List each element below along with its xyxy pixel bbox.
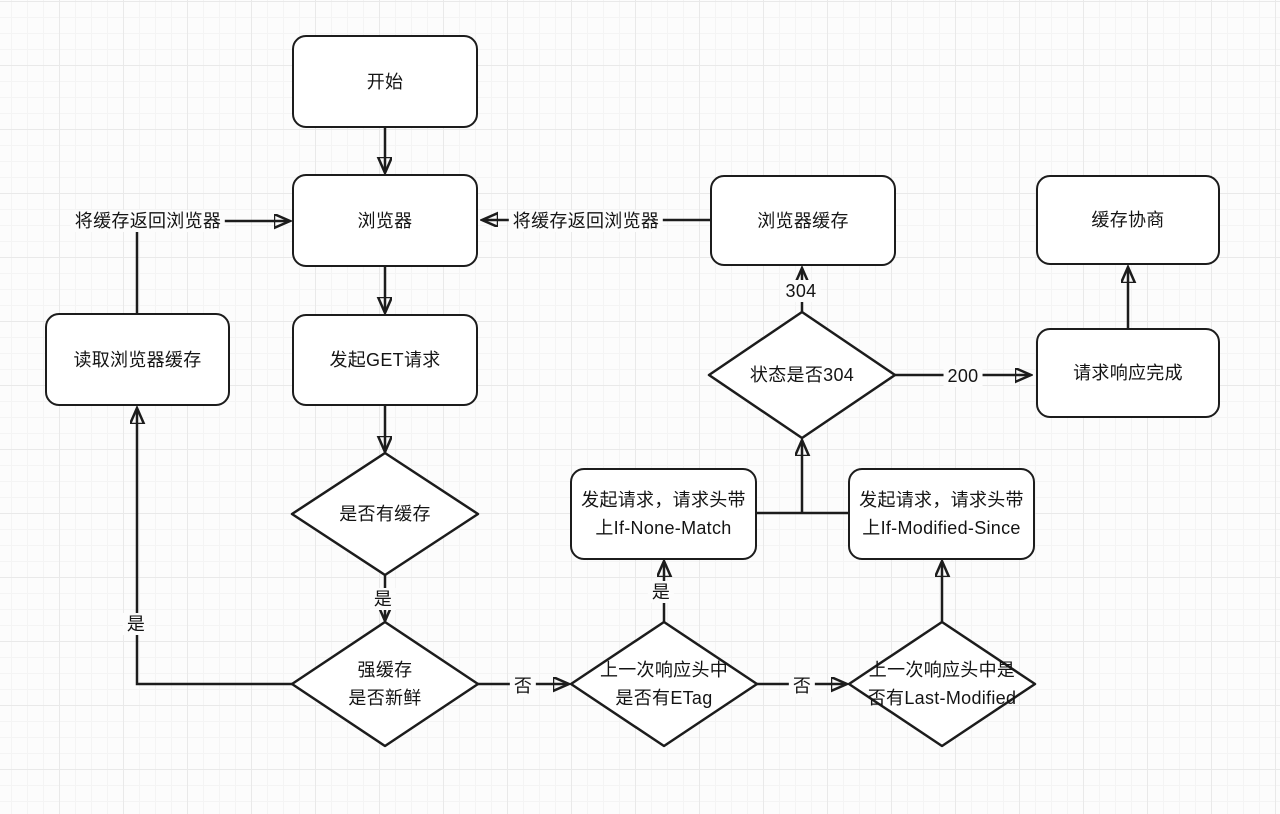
node-if-modified-since: 发起请求，请求头带 上If-Modified-Since: [848, 468, 1035, 560]
node-browser: 浏览器: [292, 174, 478, 267]
node-has-etag-shape: [569, 620, 759, 748]
node-strong-cache-fresh-shape: [290, 620, 480, 748]
node-has-cache-label: 是否有缓存: [339, 504, 431, 524]
node-strong-cache-fresh-label: 强缓存 是否新鲜: [348, 660, 422, 708]
node-if-none-match: 发起请求，请求头带 上If-None-Match: [570, 468, 757, 560]
node-response-complete: 请求响应完成: [1036, 328, 1220, 418]
edge-strong-cache-to-read-cache: [137, 409, 292, 686]
decision-shapes: [290, 310, 1037, 748]
edge-label-no-after-strong-cache: 否: [509, 675, 537, 697]
edge-label-yes-to-if-none-match: 是: [647, 581, 675, 603]
edge-read-cache-to-browser: [135, 221, 289, 313]
edge-label-status-304: 304: [781, 280, 821, 302]
edge-label-no-after-etag: 否: [788, 675, 816, 697]
edge-label-yes-after-has-cache: 是: [369, 588, 397, 610]
node-status-304-label: 状态是否304: [749, 365, 855, 385]
edge-label-yes-to-read-cache: 是: [122, 613, 150, 635]
edge-label-return-cache-right: 将缓存返回浏览器: [508, 210, 664, 232]
node-has-last-modified-label: 上一次响应头中是 否有Last-Modified: [867, 660, 1017, 708]
node-read-cache: 读取浏览器缓存: [45, 313, 230, 406]
edge-label-status-200: 200: [943, 365, 983, 387]
node-cache-negotiation: 缓存协商: [1036, 175, 1220, 265]
node-has-etag-label: 上一次响应头中 是否有ETag: [599, 660, 729, 708]
node-has-cache-shape: [290, 451, 480, 577]
node-has-last-modified-shape: [847, 620, 1037, 748]
node-browser-cache: 浏览器缓存: [710, 175, 896, 266]
node-start: 开始: [292, 35, 478, 128]
edge-label-return-cache-left: 将缓存返回浏览器: [70, 210, 226, 232]
node-status-304-shape: [707, 310, 897, 440]
node-get-request: 发起GET请求: [292, 314, 478, 406]
